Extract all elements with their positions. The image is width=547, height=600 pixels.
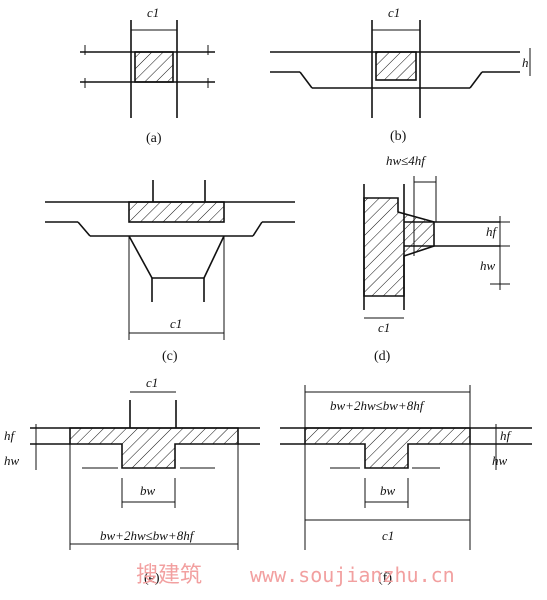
watermark-url: www.soujianzhu.cn xyxy=(250,563,455,587)
hatched-column-d xyxy=(363,197,435,297)
figure-a: c1 (a) xyxy=(80,5,215,146)
caption-f: (f) xyxy=(378,571,392,586)
hf-label-f: hf xyxy=(500,428,513,443)
figure-b: c1 h (b) xyxy=(270,5,531,144)
hf-label-d: hf xyxy=(486,224,499,239)
figure-e: c1 hw hf bw bw+2hw≤bw+8hf (e) xyxy=(4,375,260,586)
hatched-joint-c xyxy=(128,201,225,223)
c1-label-f: c1 xyxy=(382,528,394,543)
hw-label-f: hw xyxy=(492,453,508,468)
caption-e: (e) xyxy=(144,571,160,586)
hw-limit-label-d: hw≤4hf xyxy=(386,153,427,168)
c1-label-d: c1 xyxy=(378,320,390,335)
hatched-joint-a xyxy=(134,51,174,83)
width-formula-e: bw+2hw≤bw+8hf xyxy=(100,528,196,543)
c1-label-c: c1 xyxy=(170,316,182,331)
hw-label-d: hw xyxy=(480,258,496,273)
hatched-tflange-f xyxy=(304,427,471,469)
watermark-chinese: 搜建筑 xyxy=(136,563,202,588)
hf-label-e: hf xyxy=(4,428,17,443)
hatched-joint-b xyxy=(375,51,417,81)
figure-f: bw+2hw≤bw+8hf hf hw bw c1 (f) xyxy=(280,385,532,586)
bw-label-f: bw xyxy=(380,483,396,498)
bw-label-e: bw xyxy=(140,483,156,498)
h-label-b: h xyxy=(522,55,529,70)
caption-c: (c) xyxy=(162,349,178,364)
c1-label-b: c1 xyxy=(388,5,400,20)
width-formula-f: bw+2hw≤bw+8hf xyxy=(330,398,426,413)
c1-label-e: c1 xyxy=(146,375,158,390)
figure-c: c1 (c) xyxy=(45,180,295,364)
figure-d: hw≤4hf hf hw c1 (d) xyxy=(363,153,510,364)
caption-b: (b) xyxy=(390,129,407,144)
c1-label-a: c1 xyxy=(147,5,159,20)
hatched-tflange-e xyxy=(69,427,239,469)
hw-label-e: hw xyxy=(4,453,20,468)
caption-d: (d) xyxy=(374,349,391,364)
caption-a: (a) xyxy=(146,131,162,146)
